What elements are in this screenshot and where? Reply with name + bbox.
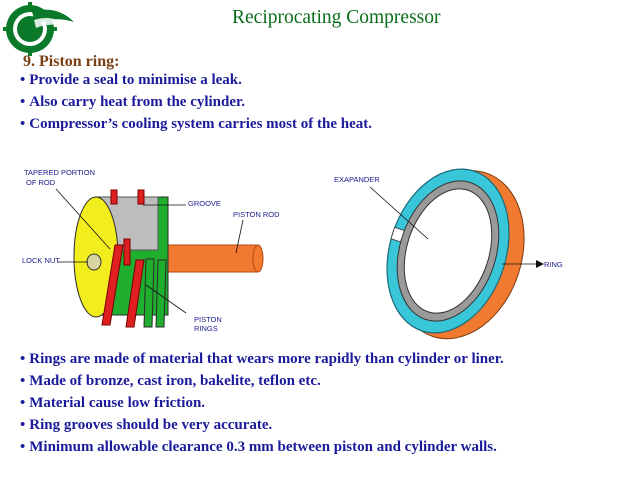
label-piston-rod: PISTON ROD xyxy=(233,210,280,219)
list-item: •Also carry heat from the cylinder. xyxy=(20,94,246,110)
list-item-text: Ring grooves should be very accurate. xyxy=(29,417,273,433)
list-item-text: Rings are made of material that wears mo… xyxy=(29,351,504,367)
label-ring: RING xyxy=(544,260,563,269)
list-item: •Provide a seal to minimise a leak. xyxy=(20,72,242,88)
label-lock-nut: LOCK NUT xyxy=(22,256,60,265)
slide-title-text: Reciprocating Compressor xyxy=(232,7,441,28)
top-bullet-list: •Provide a seal to minimise a leak. •Als… xyxy=(20,69,372,135)
list-item: •Ring grooves should be very accurate. xyxy=(20,417,273,433)
bottom-bullet-list: •Rings are made of material that wears m… xyxy=(20,348,504,458)
label-tapered-2: OF ROD xyxy=(26,178,56,187)
piston-ring-diagram: TAPERED PORTION OF ROD GROOVE PISTON ROD… xyxy=(22,168,280,333)
label-piston-2: RINGS xyxy=(194,324,218,333)
label-piston-1: PISTON xyxy=(194,315,222,324)
list-item-text: Material cause low friction. xyxy=(29,395,206,411)
label-expander: EXAPANDER xyxy=(334,175,380,184)
list-item: •Rings are made of material that wears m… xyxy=(20,351,504,367)
label-groove: GROOVE xyxy=(188,199,221,208)
ring-expander-diagram: EXAPANDER RING xyxy=(334,168,563,340)
list-item-text: Compressor’s cooling system carries most… xyxy=(29,116,372,132)
list-item: •Material cause low friction. xyxy=(20,395,206,411)
institution-logo-icon xyxy=(3,2,74,56)
list-item-text: Also carry heat from the cylinder. xyxy=(29,94,246,110)
list-item: •Compressor’s cooling system carries mos… xyxy=(20,116,372,132)
label-tapered-1: TAPERED PORTION xyxy=(24,168,95,177)
list-item-text: Provide a seal to minimise a leak. xyxy=(29,72,242,88)
list-item: •Minimum allowable clearance 0.3 mm betw… xyxy=(20,439,497,455)
list-item-text: Made of bronze, cast iron, bakelite, tef… xyxy=(29,373,321,389)
list-item: •Made of bronze, cast iron, bakelite, te… xyxy=(20,373,321,389)
section-heading: 9. Piston ring: xyxy=(23,53,120,70)
list-item-text: Minimum allowable clearance 0.3 mm betwe… xyxy=(29,439,497,455)
